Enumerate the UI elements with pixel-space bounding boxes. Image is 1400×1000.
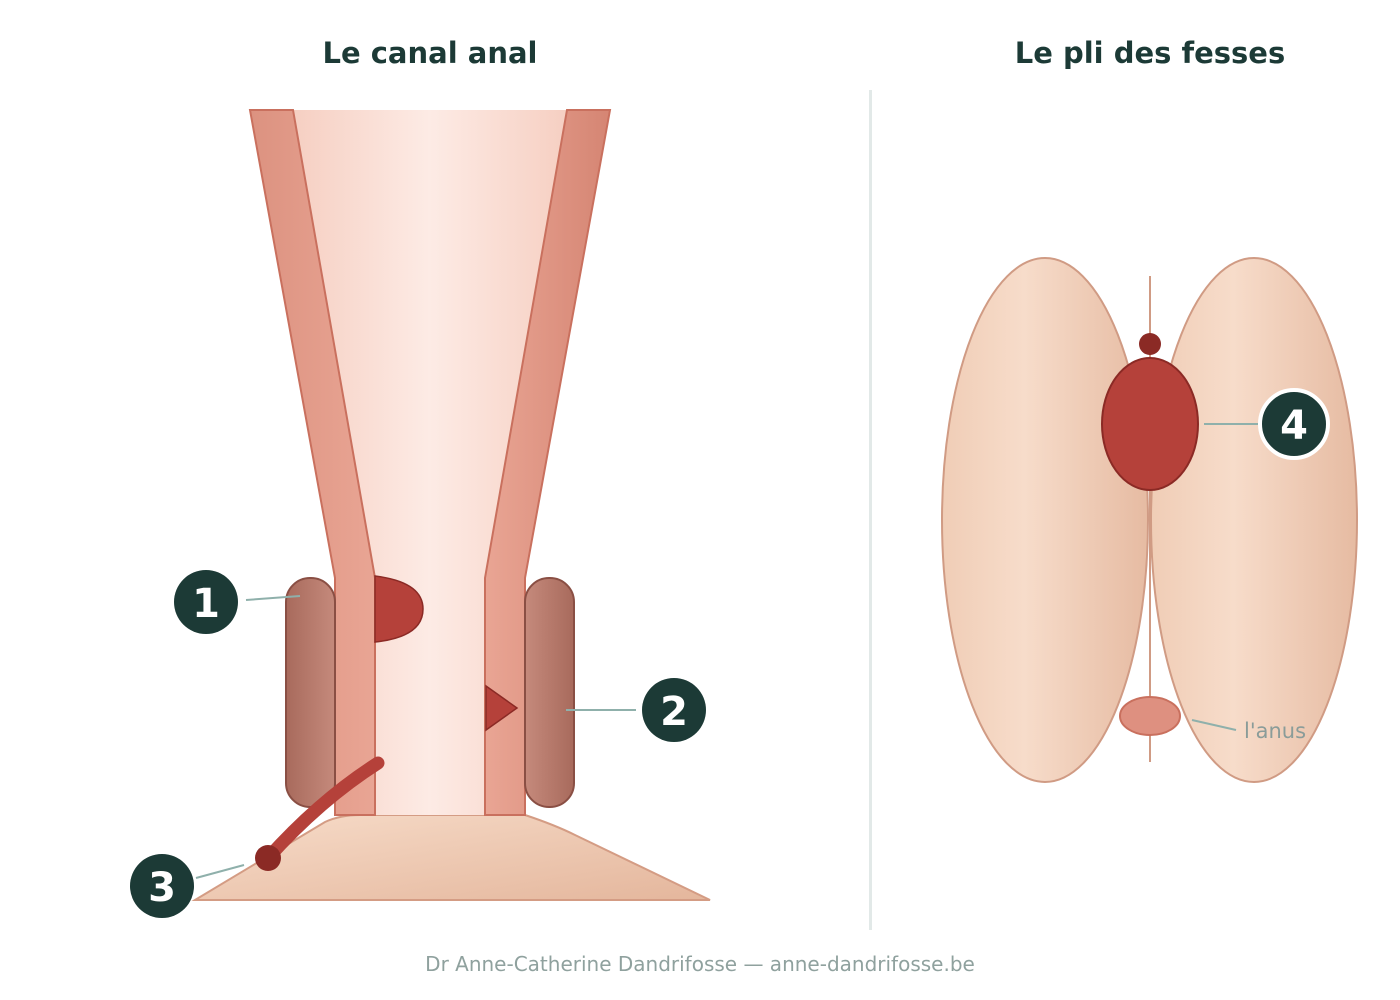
leader-line-anus [1191,719,1237,731]
pilonidal-pit [1139,333,1161,355]
marker-4[interactable]: 4 [1258,388,1330,460]
fistula-opening [255,845,281,871]
anus [1119,696,1181,736]
marker-2-circle [642,678,706,742]
marker-3[interactable]: 3 [130,854,194,918]
footer-credit: Dr Anne-Catherine Dandrifosse — anne-dan… [425,952,975,976]
leader-line-1 [245,595,301,601]
lesion-internal-bulge [374,575,424,643]
marker-1[interactable]: 1 [174,570,238,634]
lesion-fistula-tract [261,756,385,865]
anal-canal-illustration [191,109,711,901]
sphincter-left [285,577,336,808]
marker-1-circle [174,570,238,634]
left-panel-title: Le canal anal [322,36,538,70]
lesion-fissure [485,684,519,732]
gluteal-cleft-illustration: l'anus [941,257,1358,783]
marker-2-number: 2 [660,689,688,735]
marker-3-circle [130,854,194,918]
canal-lumen [293,110,567,815]
buttock-right [1150,257,1358,783]
canal-wall-left [248,109,376,816]
canal-wall-right [484,109,612,816]
marker-4-circle [1258,388,1330,460]
panel-divider [869,90,872,930]
right-panel-title: Le pli des fesses [1014,36,1286,70]
marker-3-number: 3 [148,865,176,911]
pilonidal-abscess [1101,357,1199,491]
leader-line-3 [195,864,245,879]
sphincter-right [524,577,575,808]
marker-4-number: 4 [1280,403,1308,449]
marker-1-number: 1 [192,581,220,627]
marker-2[interactable]: 2 [642,678,706,742]
anus-label: l'anus [1244,719,1306,743]
buttock-left [941,257,1149,783]
